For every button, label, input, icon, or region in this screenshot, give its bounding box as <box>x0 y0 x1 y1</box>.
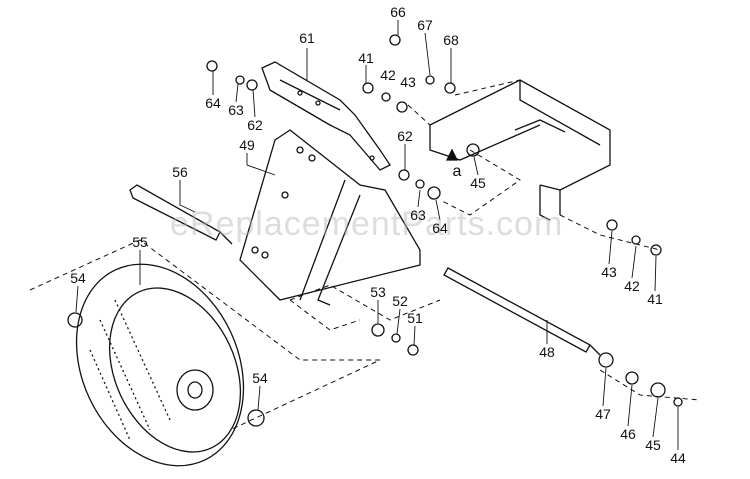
callout-52: 52 <box>392 293 408 309</box>
callout-63: 63 <box>410 207 426 223</box>
axle-48 <box>443 267 601 356</box>
callout-42: 42 <box>624 278 640 294</box>
callout-leaders <box>75 20 679 450</box>
callout-42: 42 <box>380 67 396 83</box>
callout-68: 68 <box>443 32 459 48</box>
callout-43: 43 <box>400 74 416 90</box>
callout-56: 56 <box>172 164 188 180</box>
callout-63: 63 <box>228 102 244 118</box>
callout-41: 41 <box>358 50 374 66</box>
callout-43: 43 <box>601 264 617 280</box>
hardware-washers-nuts <box>67 34 683 427</box>
callout-a: a <box>452 163 462 180</box>
leader-lines <box>29 79 701 431</box>
callout-67: 67 <box>417 17 433 33</box>
callout-45: 45 <box>470 175 486 191</box>
callout-62: 62 <box>247 117 263 133</box>
callout-44: 44 <box>670 450 686 466</box>
callout-51: 51 <box>407 310 423 326</box>
callout-55: 55 <box>132 234 148 250</box>
callout-45: 45 <box>645 437 661 453</box>
callout-64: 64 <box>432 220 448 236</box>
callout-46: 46 <box>620 426 636 442</box>
callout-48: 48 <box>539 344 555 360</box>
wheel-55 <box>75 263 245 467</box>
callout-49: 49 <box>239 137 255 153</box>
callout-61: 61 <box>299 30 315 46</box>
callout-41: 41 <box>647 291 663 307</box>
callout-66: 66 <box>390 4 406 20</box>
bracket-49 <box>239 129 421 306</box>
callout-64: 64 <box>205 95 221 111</box>
callout-47: 47 <box>595 406 611 422</box>
callout-54: 54 <box>252 370 268 386</box>
frame-body <box>429 79 611 221</box>
watermark: eReplacementParts.com <box>170 205 564 243</box>
callout-62: 62 <box>397 128 413 144</box>
callout-54: 54 <box>70 270 86 286</box>
bolt-56 <box>129 184 233 245</box>
callout-53: 53 <box>370 284 386 300</box>
bracket-61 <box>261 61 391 171</box>
